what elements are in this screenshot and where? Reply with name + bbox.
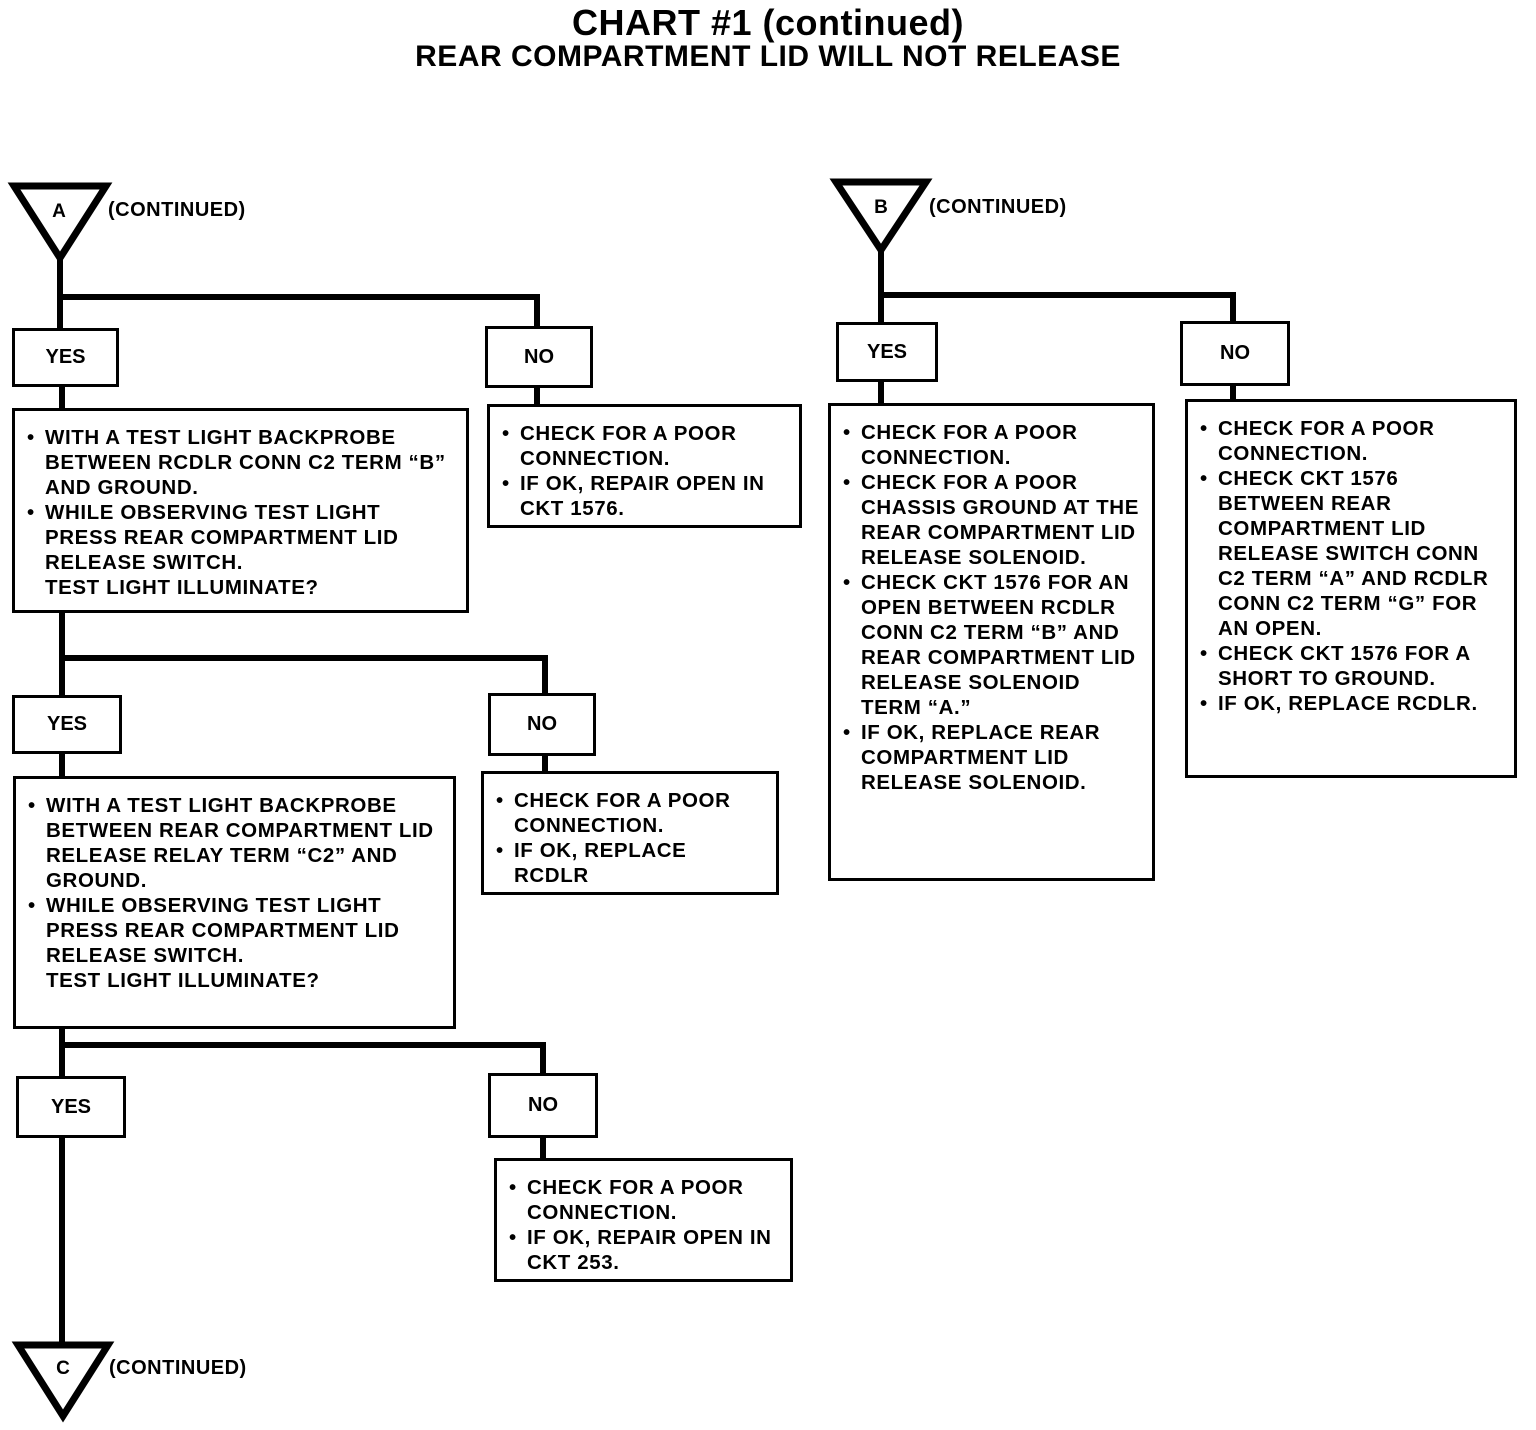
chart-title: CHART #1 (continued) — [572, 2, 964, 43]
action-box-a-no1: CHECK FOR A POOR CONNECTION. IF OK, REPA… — [487, 404, 802, 528]
bullet-item: IF OK, REPLACE REAR COMPARTMENT LID RELE… — [841, 720, 1142, 795]
yes-label: YES — [12, 695, 122, 754]
connector-a-continued: (CONTINUED) — [108, 199, 246, 221]
connector-b-triangle — [829, 178, 933, 257]
no-label: NO — [488, 693, 596, 756]
yes-label: YES — [12, 328, 119, 387]
flow-line — [881, 292, 1236, 323]
no-label: NO — [485, 326, 593, 388]
step-box-a1: WITH A TEST LIGHT BACKPROBE BETWEEN RCDL… — [12, 408, 469, 613]
no-label: NO — [1180, 321, 1290, 386]
bullet-item: WHILE OBSERVING TEST LIGHT PRESS REAR CO… — [26, 893, 443, 968]
yes-label: YES — [16, 1076, 126, 1138]
bullet-item: CHECK FOR A POOR CONNECTION. — [500, 421, 789, 471]
chart-subtitle: REAR COMPARTMENT LID WILL NOT RELEASE — [415, 40, 1121, 73]
action-a-no1-bullets: CHECK FOR A POOR CONNECTION. IF OK, REPA… — [500, 421, 789, 521]
step-a2-bullets: WITH A TEST LIGHT BACKPROBE BETWEEN REAR… — [26, 793, 443, 968]
flow-line — [60, 294, 540, 328]
step-box-a2: WITH A TEST LIGHT BACKPROBE BETWEEN REAR… — [13, 776, 456, 1029]
bullet-item: CHECK FOR A POOR CONNECTION. — [507, 1175, 780, 1225]
step-question: TEST LIGHT ILLUMINATE? — [45, 576, 319, 599]
no-label: NO — [488, 1073, 598, 1138]
connector-c-continued: (CONTINUED) — [109, 1357, 247, 1379]
bullet-item: CHECK FOR A POOR CONNECTION. — [1198, 416, 1504, 466]
connector-b-letter: B — [874, 197, 888, 218]
bullet-item: CHECK FOR A POOR CONNECTION. — [841, 420, 1142, 470]
flow-line — [62, 1042, 546, 1075]
step-a1-bullets: WITH A TEST LIGHT BACKPROBE BETWEEN RCDL… — [25, 425, 456, 575]
action-a-no2-bullets: CHECK FOR A POOR CONNECTION. IF OK, REPL… — [494, 788, 766, 888]
bullet-item: WITH A TEST LIGHT BACKPROBE BETWEEN RCDL… — [25, 425, 456, 500]
bullet-item: CHECK CKT 1576 BETWEEN REAR COMPARTMENT … — [1198, 466, 1504, 641]
action-b-yes-bullets: CHECK FOR A POOR CONNECTION. CHECK FOR A… — [841, 420, 1142, 795]
bullet-item: IF OK, REPLACE RCDLR — [494, 838, 766, 888]
step-question: TEST LIGHT ILLUMINATE? — [46, 969, 320, 992]
bullet-item: CHECK CKT 1576 FOR A SHORT TO GROUND. — [1198, 641, 1504, 691]
connector-c-triangle — [11, 1341, 115, 1423]
action-box-a-no2: CHECK FOR A POOR CONNECTION. IF OK, REPL… — [481, 771, 779, 895]
action-b-no-bullets: CHECK FOR A POOR CONNECTION. CHECK CKT 1… — [1198, 416, 1504, 716]
bullet-item: WITH A TEST LIGHT BACKPROBE BETWEEN REAR… — [26, 793, 443, 893]
bullet-item: CHECK CKT 1576 FOR AN OPEN BETWEEN RCDLR… — [841, 570, 1142, 720]
yes-label: YES — [836, 322, 938, 382]
connector-a-letter: A — [52, 201, 66, 222]
action-box-b-yes: CHECK FOR A POOR CONNECTION. CHECK FOR A… — [828, 403, 1155, 881]
connector-c-letter: C — [56, 1358, 70, 1379]
action-box-b-no: CHECK FOR A POOR CONNECTION. CHECK CKT 1… — [1185, 399, 1517, 778]
flow-line — [62, 655, 548, 694]
action-a-no3-bullets: CHECK FOR A POOR CONNECTION. IF OK, REPA… — [507, 1175, 780, 1275]
bullet-item: IF OK, REPAIR OPEN IN CKT 253. — [507, 1225, 780, 1275]
bullet-item: WHILE OBSERVING TEST LIGHT PRESS REAR CO… — [25, 500, 456, 575]
bullet-item: CHECK FOR A POOR CHASSIS GROUND AT THE R… — [841, 470, 1142, 570]
bullet-item: IF OK, REPLACE RCDLR. — [1198, 691, 1504, 716]
bullet-item: IF OK, REPAIR OPEN IN CKT 1576. — [500, 471, 789, 521]
bullet-item: CHECK FOR A POOR CONNECTION. — [494, 788, 766, 838]
connector-b-continued: (CONTINUED) — [929, 196, 1067, 218]
action-box-a-no3: CHECK FOR A POOR CONNECTION. IF OK, REPA… — [494, 1158, 793, 1282]
connector-a-triangle — [7, 182, 113, 265]
